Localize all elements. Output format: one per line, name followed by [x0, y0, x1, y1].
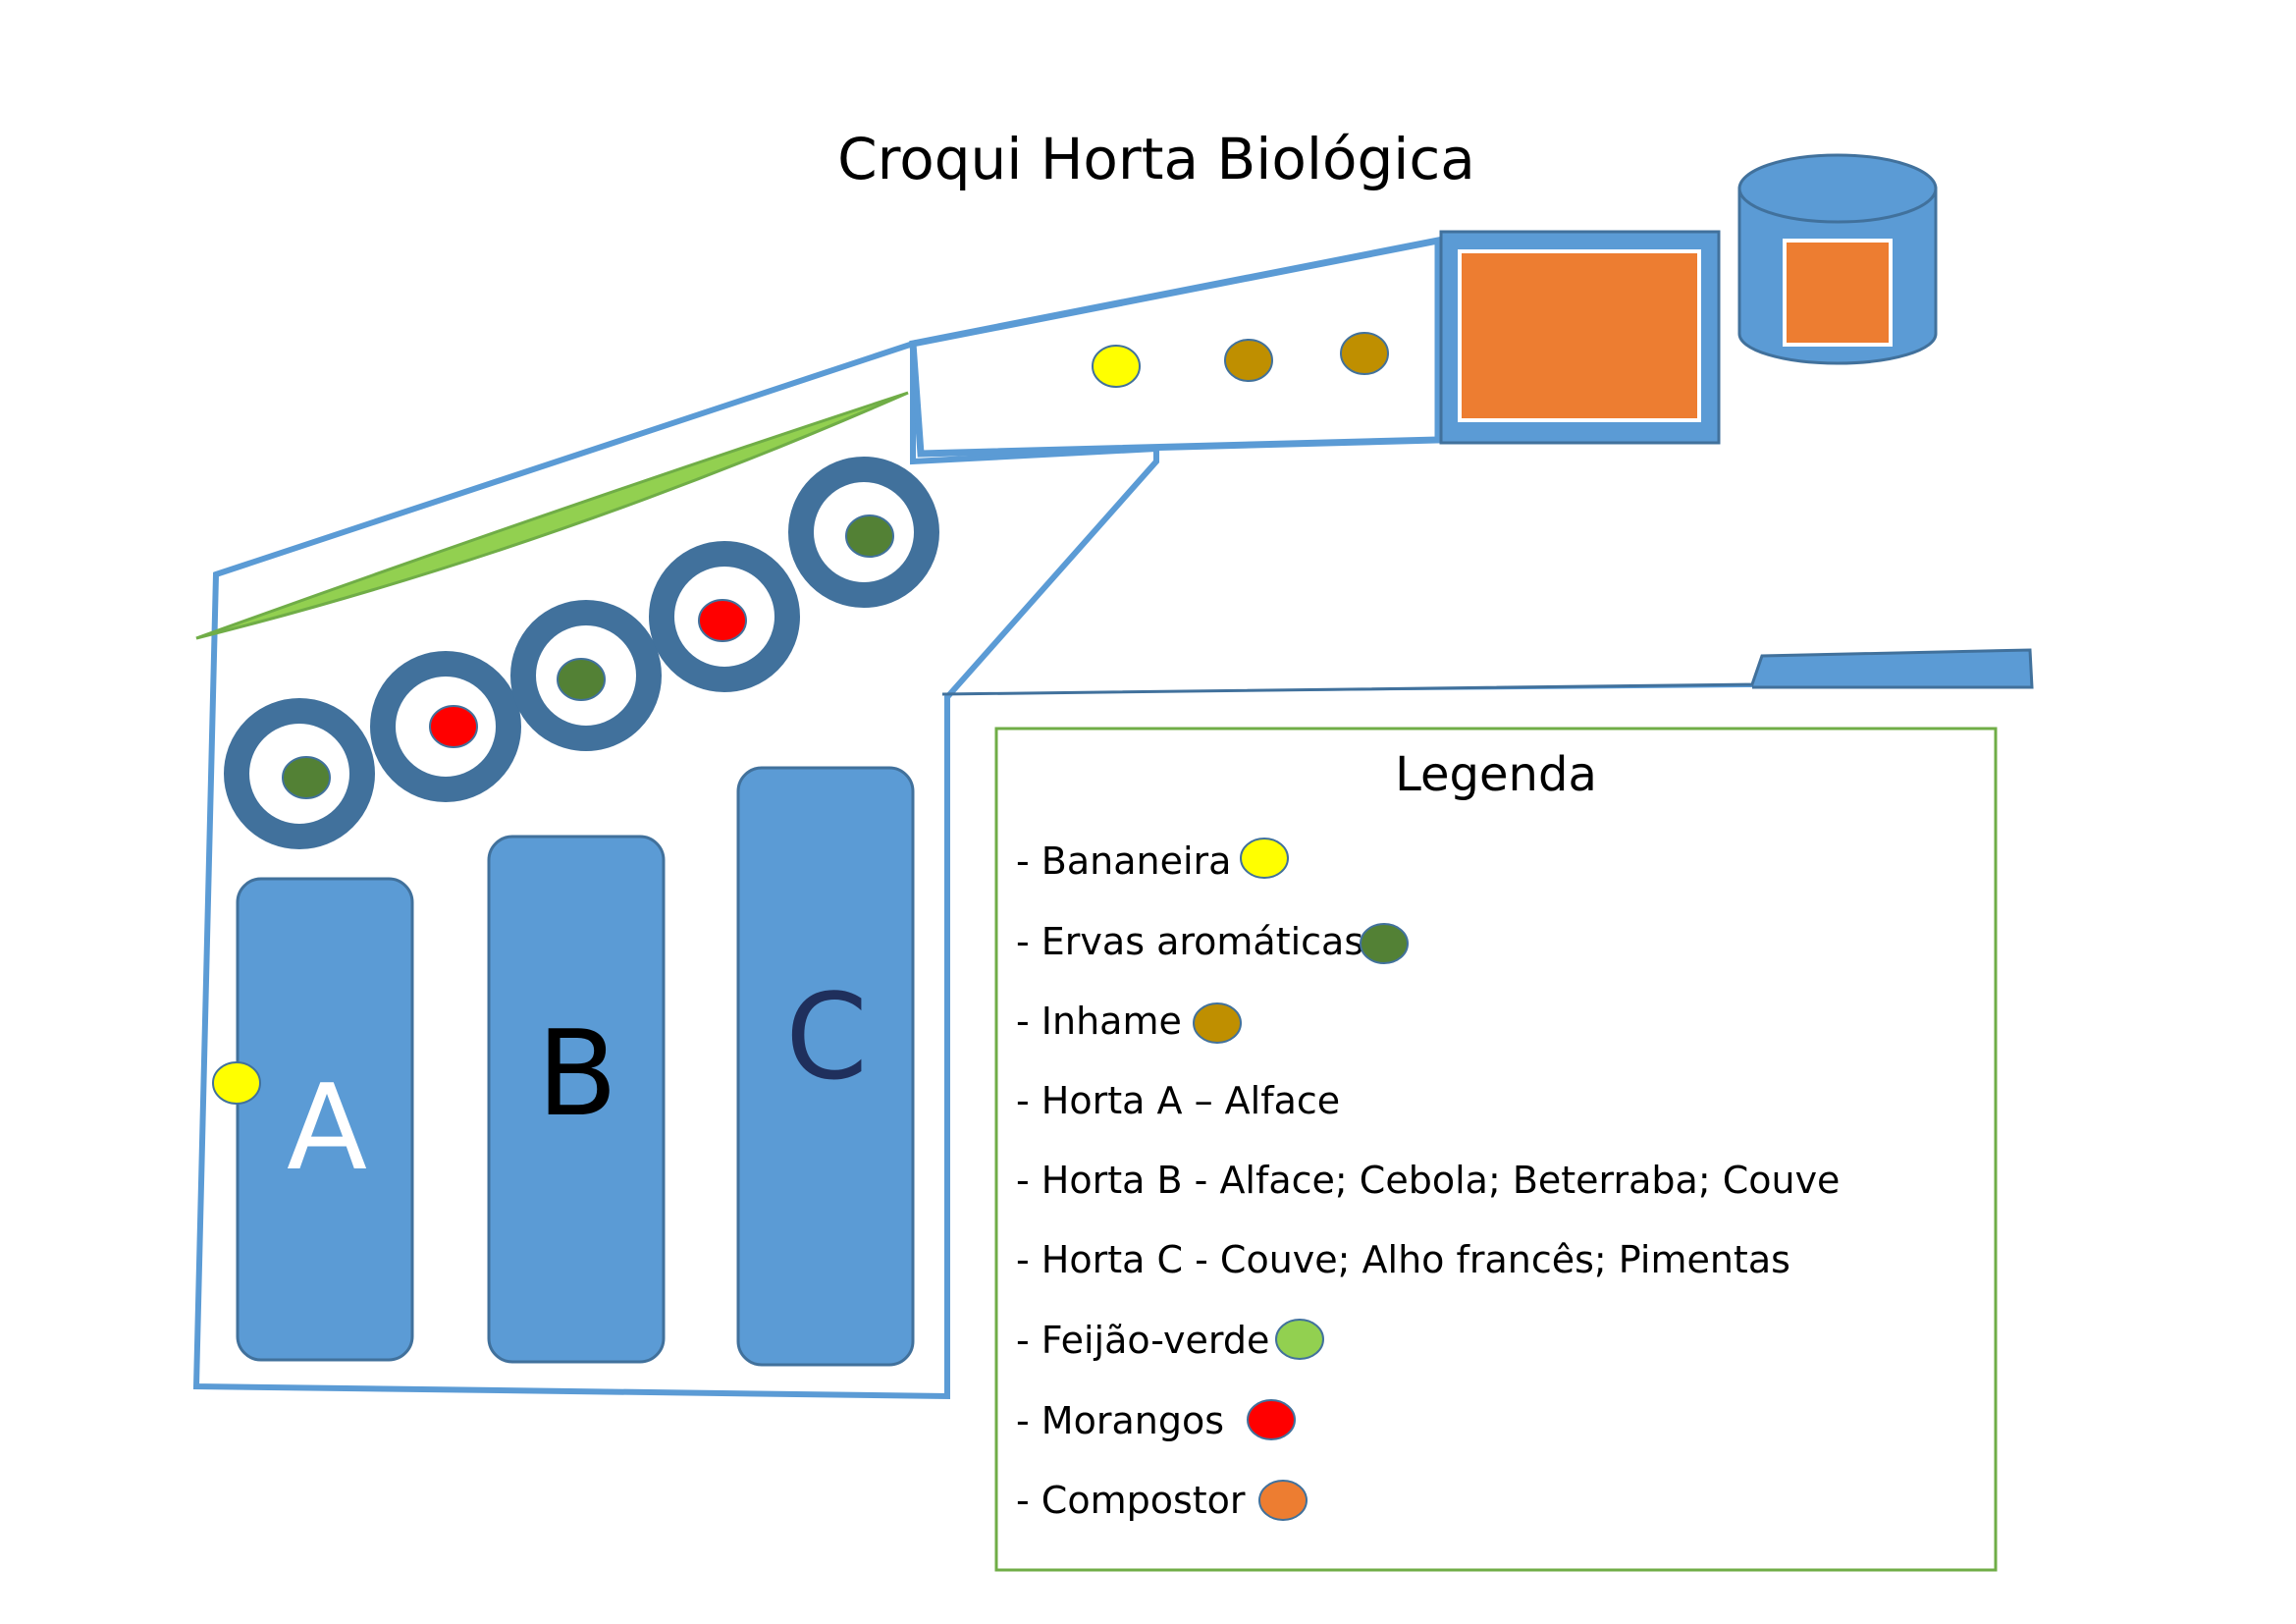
ring-planter — [788, 457, 939, 608]
banana-marker — [212, 1061, 261, 1105]
herbs-marker — [557, 658, 606, 701]
yam-marker — [1224, 339, 1273, 382]
legend-item: - Compostor — [1016, 1479, 1308, 1522]
legend-item: - Horta C - Couve; Alho francês; Pimenta… — [1016, 1238, 1790, 1281]
compost-cylinder — [1737, 153, 1938, 365]
legend-item: - Inhame — [1016, 1000, 1242, 1044]
svg-text:- Ervas aromáticas: - Ervas aromáticas — [1016, 920, 1363, 963]
svg-text:- Horta B - Alface; Cebola; Be: - Horta B - Alface; Cebola; Beterraba; C… — [1016, 1159, 1840, 1202]
legend: Legenda - Bananeira - Ervas aromáticas -… — [994, 727, 1998, 1572]
bean-strip — [195, 391, 909, 640]
page-title: Croqui Horta Biológica — [837, 126, 1475, 192]
bed-a — [236, 877, 414, 1362]
plot-right-strip — [941, 648, 2034, 696]
svg-text:- Horta C - Couve; Alho francê: - Horta C - Couve; Alho francês; Pimenta… — [1016, 1238, 1790, 1281]
legend-item: - Feijão-verde — [1016, 1319, 1324, 1362]
ring-planter — [370, 651, 521, 802]
herbs-marker — [282, 756, 331, 799]
ring-planter — [224, 698, 375, 849]
svg-text:- Bananeira: - Bananeira — [1016, 839, 1231, 883]
svg-text:- Inhame: - Inhame — [1016, 1000, 1182, 1043]
bed-c — [736, 766, 915, 1367]
legend-title: Legenda — [1395, 747, 1597, 802]
strawberry-swatch — [1247, 1399, 1296, 1440]
herbs-swatch — [1360, 923, 1409, 964]
bed-c-label: C — [785, 970, 868, 1107]
compost-swatch — [1258, 1480, 1308, 1521]
svg-text:- Feijão-verde: - Feijão-verde — [1016, 1319, 1269, 1362]
svg-text:- Horta A – Alface: - Horta A – Alface — [1016, 1079, 1340, 1122]
legend-item: - Morangos — [1016, 1399, 1296, 1442]
herbs-marker — [845, 514, 894, 558]
banana-marker — [1092, 345, 1141, 388]
legend-item: - Horta B - Alface; Cebola; Beterraba; C… — [1016, 1159, 1840, 1202]
compost-box — [1458, 249, 1701, 422]
svg-text:- Morangos: - Morangos — [1016, 1399, 1224, 1442]
upper-corridor — [909, 236, 1442, 458]
yam-marker — [1340, 332, 1389, 375]
ring-planter — [649, 541, 800, 692]
svg-text:- Compostor: - Compostor — [1016, 1479, 1246, 1522]
bean-swatch — [1275, 1319, 1324, 1360]
yam-swatch — [1193, 1002, 1242, 1044]
plot-top-edge — [215, 342, 914, 576]
legend-box — [994, 727, 1998, 1572]
ring-planter — [510, 600, 662, 751]
strawberry-marker — [429, 705, 478, 748]
bed-a-label: A — [287, 1060, 367, 1197]
legend-item: - Ervas aromáticas — [1016, 920, 1409, 964]
banana-swatch — [1240, 838, 1289, 879]
bed-b-label: B — [537, 1006, 617, 1143]
strawberry-marker — [698, 599, 747, 642]
bed-b — [487, 835, 666, 1364]
legend-item: - Horta A – Alface — [1016, 1079, 1340, 1122]
legend-item: - Bananeira — [1016, 838, 1289, 883]
